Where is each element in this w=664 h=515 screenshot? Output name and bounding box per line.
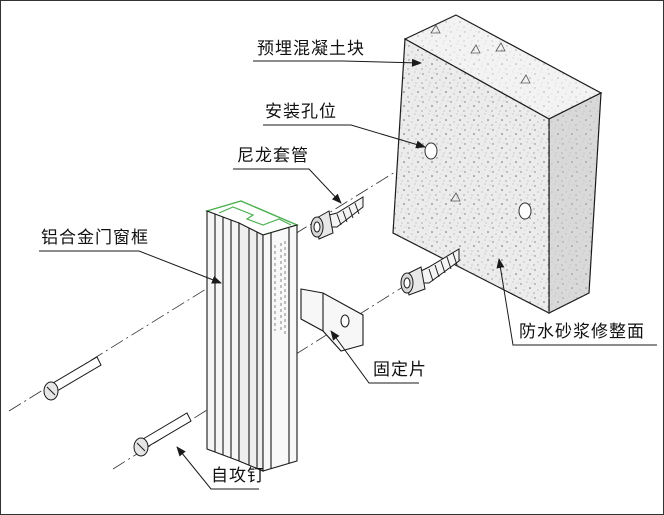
leader-concrete-block: [253, 58, 422, 67]
self-tapping-screw-lower: [133, 412, 192, 457]
install-hole-lower: [518, 202, 532, 220]
block-top-texture: [405, 15, 601, 119]
leader-self-tapping-screw: [176, 446, 259, 490]
leader-nylon-sleeve: [233, 168, 342, 204]
concrete-block: [392, 14, 603, 314]
nylon-sleeve-upper: [310, 196, 364, 240]
aluminum-frame-shape: [204, 200, 300, 472]
block-front-texture: [393, 39, 549, 313]
install-hole-upper: [424, 142, 438, 160]
self-tapping-screw-upper: [43, 356, 102, 401]
label-self-tapping-screw: 自攻钉: [211, 466, 265, 486]
label-fixing-plate: 固定片: [373, 360, 427, 380]
leader-aluminum-frame: [39, 250, 222, 284]
label-aluminum-frame: 铝合金门窗框: [41, 228, 149, 248]
nylon-sleeve-lower: [400, 248, 460, 296]
leader-install-hole: [263, 124, 426, 149]
label-precast-concrete-block: 预埋混凝土块: [257, 39, 365, 59]
block-side-texture: [549, 93, 601, 313]
label-nylon-sleeve: 尼龙套管: [237, 146, 309, 166]
fixing-plate-shape: [300, 288, 364, 352]
label-waterproof-mortar: 防水砂浆修整面: [519, 322, 645, 342]
leader-fixing-plate: [330, 330, 419, 384]
leader-waterproof-mortar: [496, 258, 657, 346]
leader-lines: [39, 58, 657, 490]
label-install-hole: 安装孔位: [265, 102, 337, 122]
